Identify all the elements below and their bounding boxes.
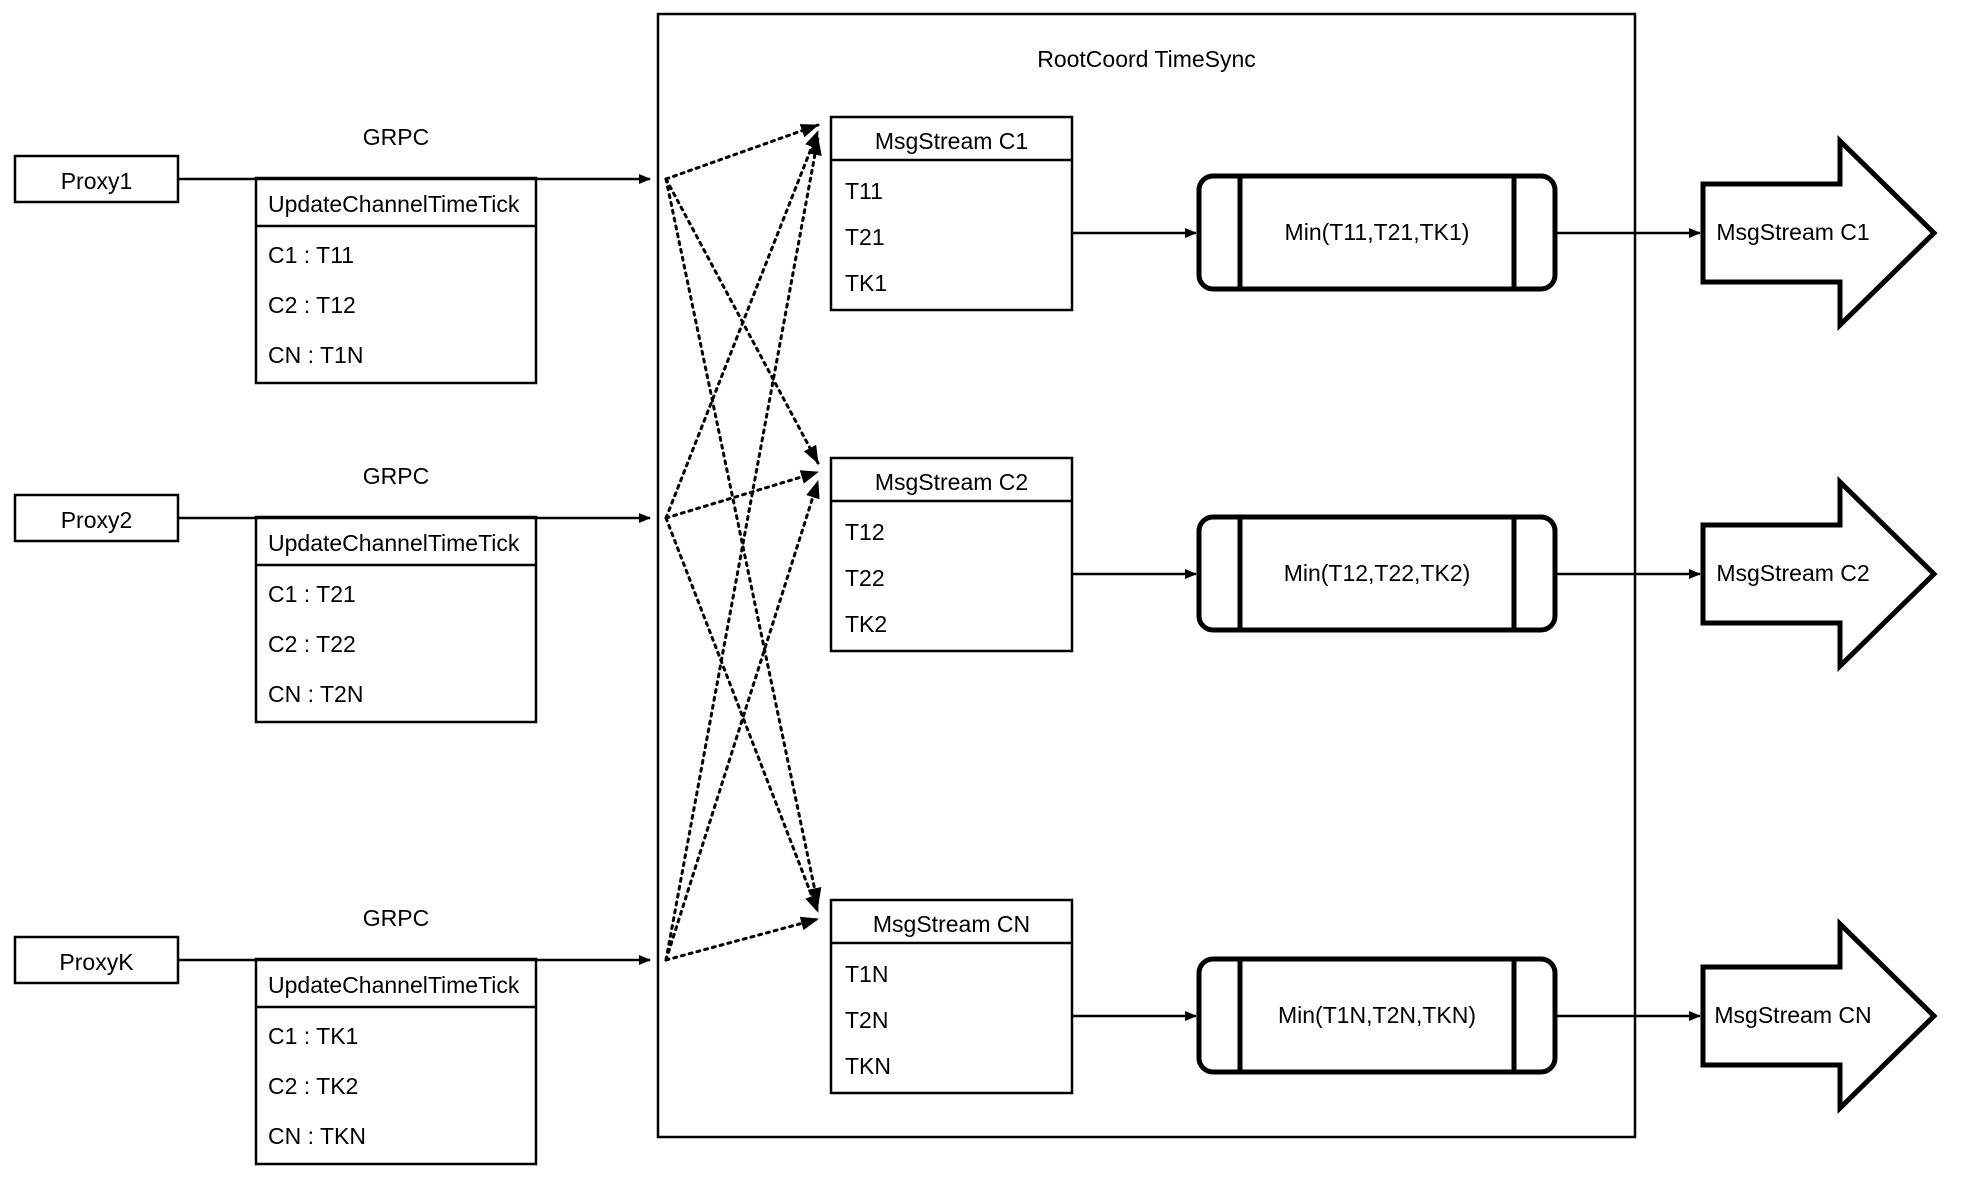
msgstream-c2-tick-2: TK2 — [845, 611, 888, 637]
msgstream-cn-title: MsgStream CN — [872, 911, 1031, 937]
msgstream-cn-box — [829, 898, 1074, 1095]
proxy2-tick-table — [254, 515, 538, 724]
rootcoord-container-title: RootCoord TimeSync — [1037, 46, 1256, 72]
msgstream-cn-tick-2: TKN — [845, 1053, 891, 1079]
msgstream-c1-tick-0: T11 — [845, 178, 883, 204]
proxyk-entry-0: C1 : TK1 — [268, 1023, 359, 1049]
proxyk-box[interactable] — [13, 935, 180, 985]
msgstream-c2-title: MsgStream C2 — [874, 469, 1029, 495]
output-label-cn: MsgStream CN — [1714, 1002, 1872, 1028]
mesh-pk-to-c1 — [664, 136, 822, 962]
proxy2-entry-2: CN : T2N — [268, 681, 364, 707]
mesh-p2-to-cn — [664, 516, 820, 914]
msgstream-c1-tick-2: TK1 — [845, 270, 888, 296]
msgstream-c2-tick-1: T22 — [845, 565, 885, 591]
output-label-c1: MsgStream C1 — [1716, 219, 1870, 245]
mesh-pk-to-cn — [664, 916, 820, 962]
proxyk-entry-1: C2 : TK2 — [268, 1073, 359, 1099]
proxy2-label: Proxy2 — [60, 507, 133, 533]
msgstream-c1-title: MsgStream C1 — [874, 128, 1029, 154]
proxy2-entry-0: C1 : T21 — [268, 581, 356, 607]
min-cn-label: Min(T1N,T2N,TKN) — [1277, 1002, 1477, 1028]
proxy2-box[interactable] — [13, 493, 180, 543]
output-arrow-c2[interactable] — [1700, 476, 1938, 672]
proxy1-method-label: UpdateChannelTimeTick — [268, 191, 520, 217]
proxyk-label: ProxyK — [59, 949, 134, 975]
min-c1-label: Min(T11,T21,TK1) — [1284, 219, 1470, 245]
proxyk-entry-2: CN : TKN — [268, 1123, 366, 1149]
msgstream-cn-tick-1: T2N — [845, 1007, 889, 1033]
proxyk-grpc-label: GRPC — [362, 905, 430, 931]
mesh-pk-to-c2 — [664, 479, 820, 962]
output-label-c2: MsgStream C2 — [1716, 560, 1870, 586]
msgstream-c1-box — [829, 115, 1074, 312]
proxy2-method-label: UpdateChannelTimeTick — [268, 530, 520, 556]
proxy1-grpc-label: GRPC — [362, 124, 430, 150]
proxyk-tick-table — [254, 957, 538, 1166]
msgstream-c2-tick-0: T12 — [845, 519, 885, 545]
proxyk-method-label: UpdateChannelTimeTick — [268, 972, 520, 998]
proxy1-label: Proxy1 — [60, 168, 133, 194]
proxy1-box[interactable] — [13, 154, 180, 204]
proxy1-entry-1: C2 : T12 — [268, 292, 356, 318]
output-arrow-cn[interactable] — [1700, 918, 1938, 1114]
mesh-p2-to-c1 — [664, 129, 820, 520]
proxy1-entry-2: CN : T1N — [268, 342, 364, 368]
proxy2-entry-1: C2 : T22 — [268, 631, 356, 657]
msgstream-c2-box — [829, 456, 1074, 653]
proxy2-grpc-label: GRPC — [362, 463, 430, 489]
min-c2-label: Min(T12,T22,TK2) — [1283, 560, 1471, 586]
msgstream-cn-tick-0: T1N — [845, 961, 889, 987]
output-arrow-c1[interactable] — [1700, 135, 1938, 331]
msgstream-c1-tick-1: T21 — [845, 224, 885, 250]
mesh-p2-to-c2 — [664, 470, 820, 520]
proxy1-entry-0: C1 : T11 — [268, 242, 355, 268]
mesh-p1-to-c1 — [664, 123, 820, 181]
